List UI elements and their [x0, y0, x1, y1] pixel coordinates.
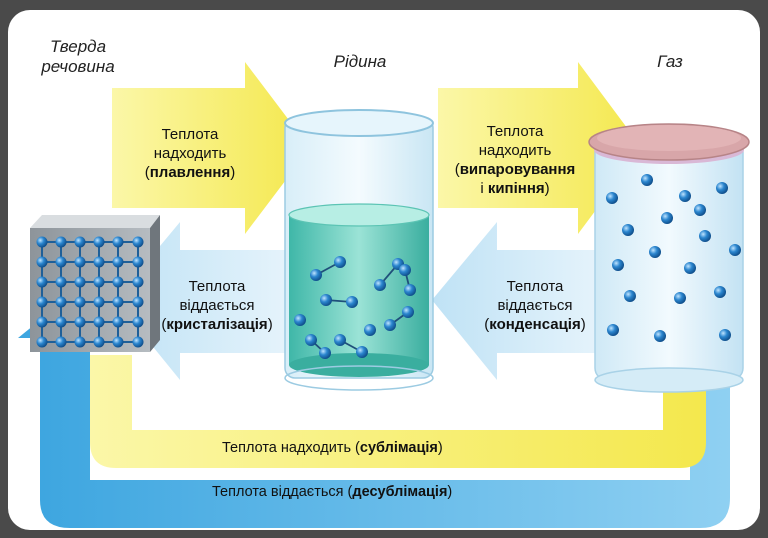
vaporization-arrow [438, 62, 642, 234]
solid-state-label: Тверда речовина [41, 37, 115, 76]
melting-arrow [112, 62, 310, 234]
gas-jar [588, 123, 750, 393]
solid-cube [30, 215, 160, 352]
gas-state-label: Газ [657, 52, 683, 71]
condensation-arrow [432, 222, 617, 380]
vaporization-label: Теплота надходить (випаровування і кипін… [454, 123, 576, 197]
condensation-label: Теплота віддається (конденсація) [484, 278, 586, 333]
sublimation-label: Теплота надходить (сублімація) [222, 440, 443, 456]
liquid-state-label: Рідина [333, 52, 387, 71]
sublimation-band [90, 330, 706, 468]
liquid-beaker [284, 109, 434, 391]
desublimation-band [40, 300, 730, 528]
crystallization-label: Теплота віддається (кристалізація) [161, 278, 273, 333]
desublimation-label: Теплота віддається (десублімація) [212, 484, 453, 500]
crystallization-arrow [115, 222, 305, 380]
melting-label: Теплота надходить (плавлення) [144, 126, 236, 181]
